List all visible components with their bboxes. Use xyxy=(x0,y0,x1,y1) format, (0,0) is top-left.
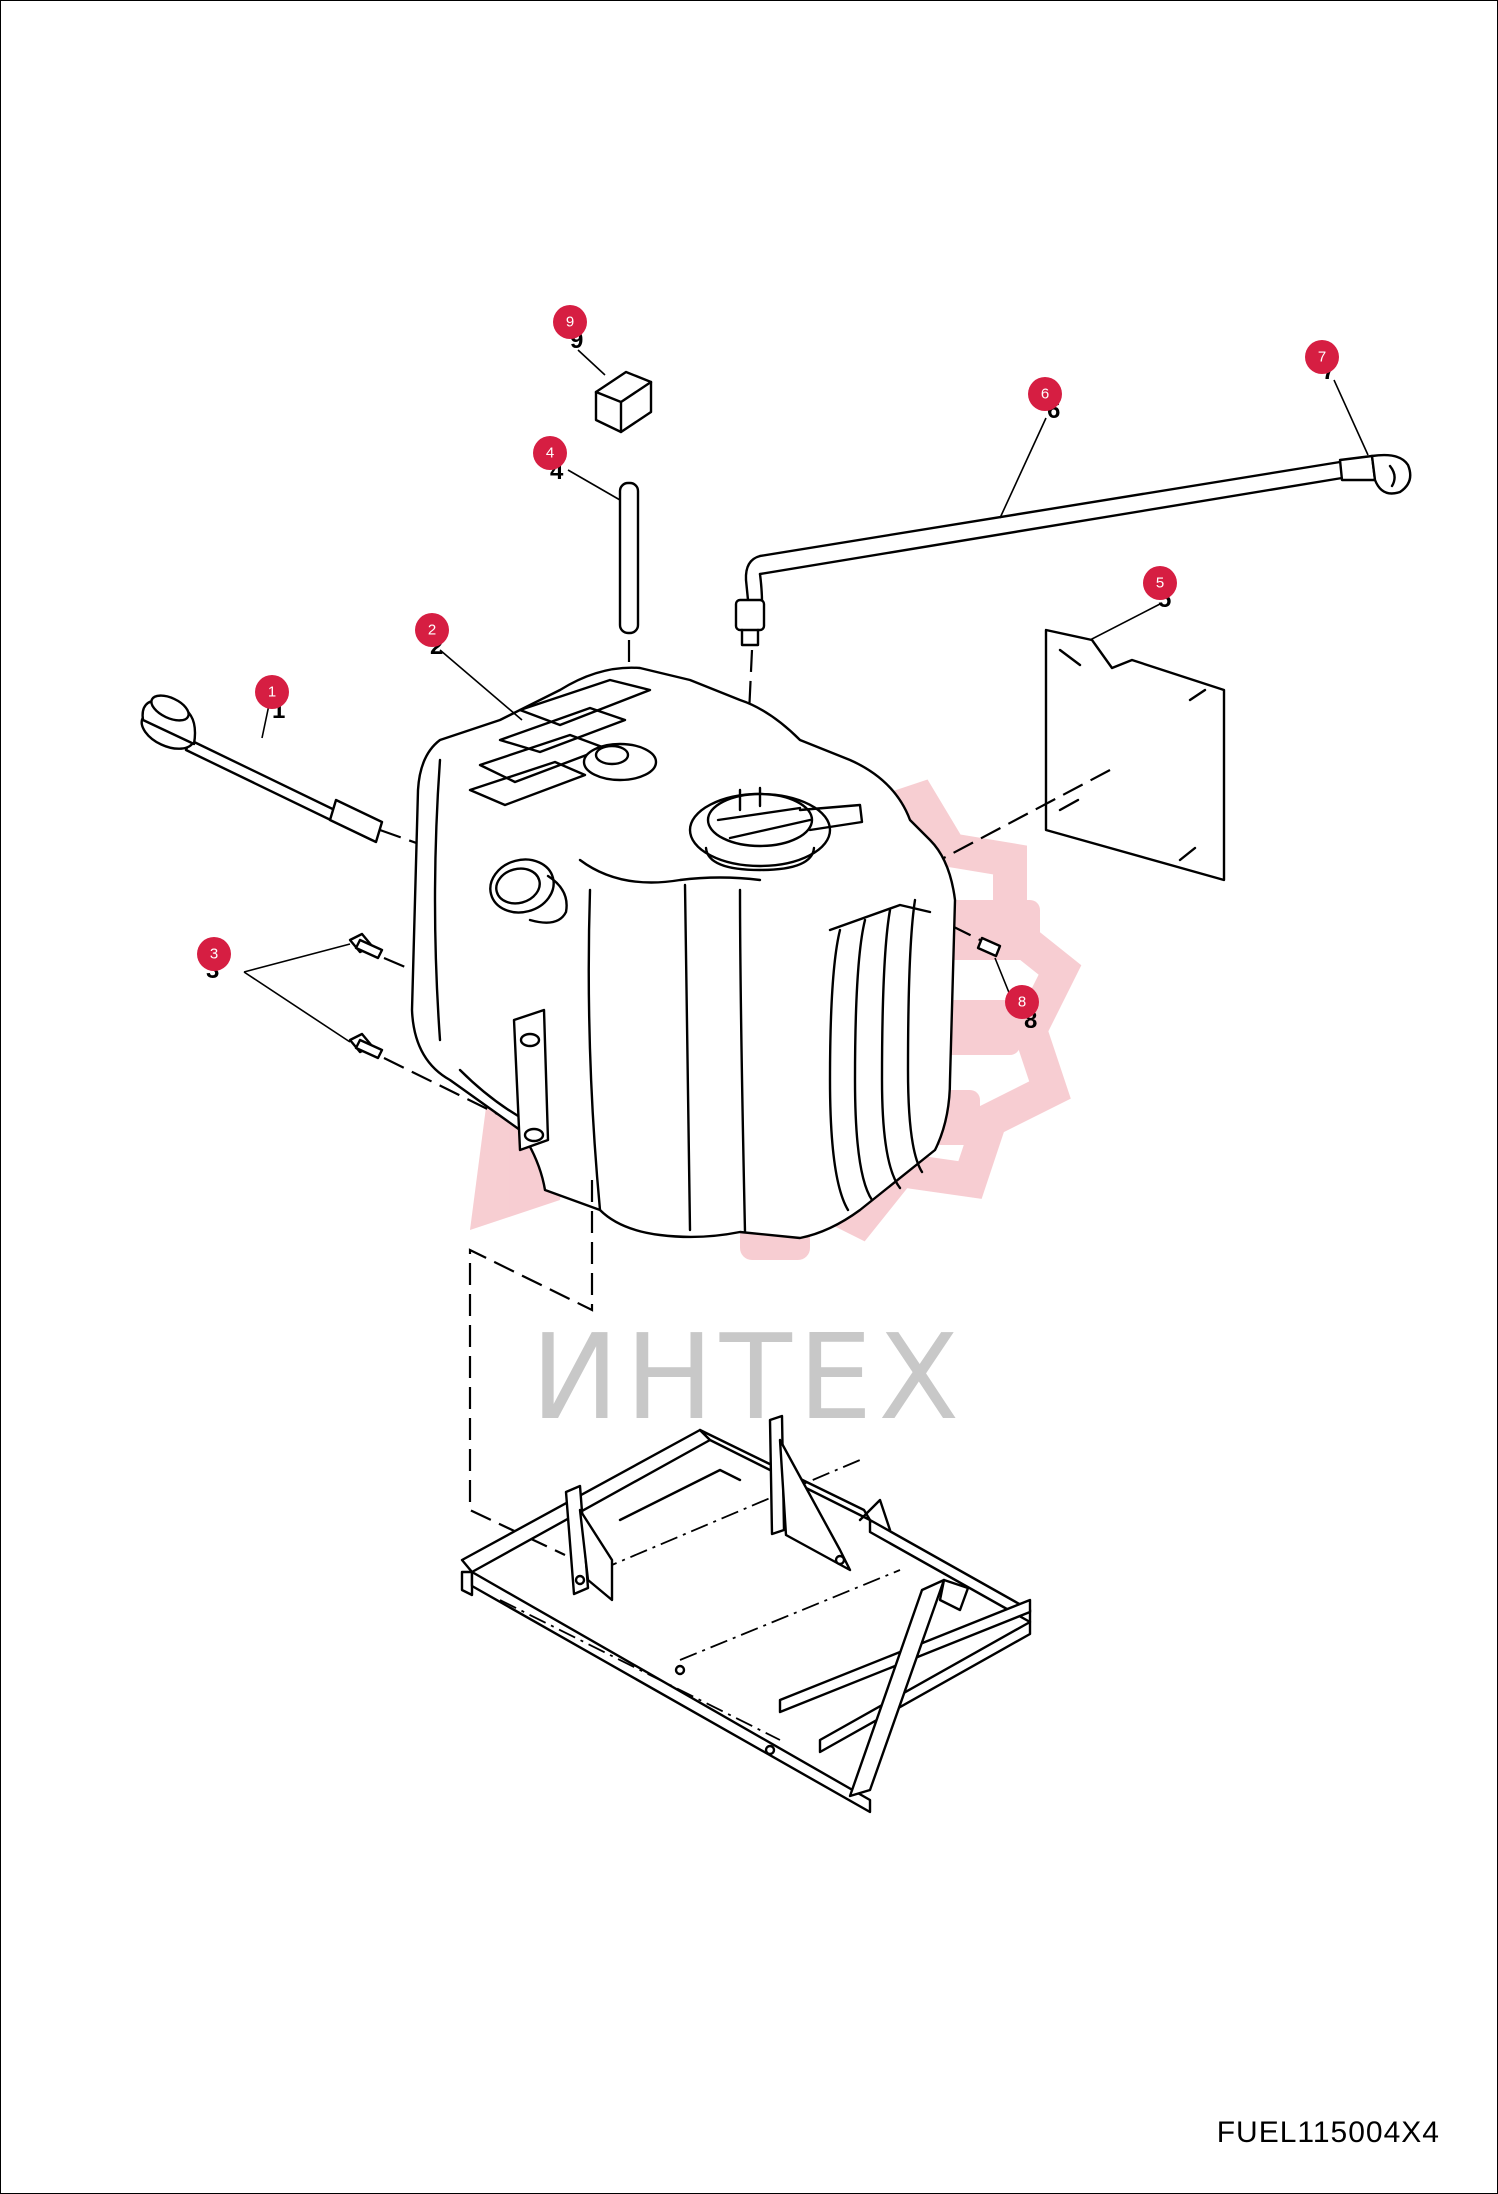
part-9-cube xyxy=(594,370,653,434)
callout-label-3: 3 xyxy=(210,946,218,963)
leader-6 xyxy=(999,417,1047,519)
part-2-fuel-tank xyxy=(410,666,957,1240)
callout-4: 4 xyxy=(533,436,567,470)
callout-label-4: 4 xyxy=(546,445,554,462)
axis-frame xyxy=(468,1180,594,1556)
callout-7: 7 xyxy=(1305,340,1339,374)
leader-4 xyxy=(567,469,621,501)
axis-5 xyxy=(939,769,1111,861)
leader-7 xyxy=(1333,379,1369,456)
part-4-tube xyxy=(618,481,640,635)
leader-5 xyxy=(1089,603,1161,641)
callout-bubble-4 xyxy=(533,436,567,470)
callout-label-8: 8 xyxy=(1018,994,1026,1011)
leader-3 xyxy=(243,943,351,1043)
callout-3: 3 xyxy=(197,937,231,971)
callout-1: 1 xyxy=(255,675,289,709)
callout-bubble-9 xyxy=(553,305,587,339)
callout-6: 6 xyxy=(1028,377,1062,411)
leader-9 xyxy=(577,349,606,376)
callout-group: 112233445566778899 xyxy=(197,305,1339,1034)
callout-label-1: 1 xyxy=(268,684,276,701)
callout-label-2: 2 xyxy=(428,622,436,639)
part-8-pin xyxy=(976,936,1002,958)
callout-5: 5 xyxy=(1143,566,1177,600)
part-5-gasket xyxy=(1044,628,1226,882)
callout-bubble-2 xyxy=(415,613,449,647)
watermark-text: ИНТЕХ xyxy=(531,1308,965,1446)
callout-bubble-6 xyxy=(1028,377,1062,411)
callout-label-5: 5 xyxy=(1156,575,1164,592)
callout-bubble-1 xyxy=(255,675,289,709)
callout-label-9: 9 xyxy=(566,314,574,331)
part-3-bolts xyxy=(348,932,384,1060)
drawing-code: FUEL115004X4 xyxy=(1216,2116,1440,2149)
callout-bubble-5 xyxy=(1143,566,1177,600)
part-6-fuel-line xyxy=(734,460,1344,647)
callout-bubble-3 xyxy=(197,937,231,971)
callout-2: 2 xyxy=(415,613,449,647)
mounting-frame xyxy=(460,1414,1032,1814)
callout-bubble-8 xyxy=(1005,985,1039,1019)
callout-label-6: 6 xyxy=(1041,386,1049,403)
callout-9: 9 xyxy=(553,305,587,339)
part-7-connector xyxy=(1338,453,1412,495)
callout-8: 8 xyxy=(1005,985,1039,1019)
leader-2 xyxy=(439,649,523,721)
callout-bubble-7 xyxy=(1305,340,1339,374)
callout-label-7: 7 xyxy=(1318,349,1326,366)
part-1-filler-cap xyxy=(140,694,384,844)
